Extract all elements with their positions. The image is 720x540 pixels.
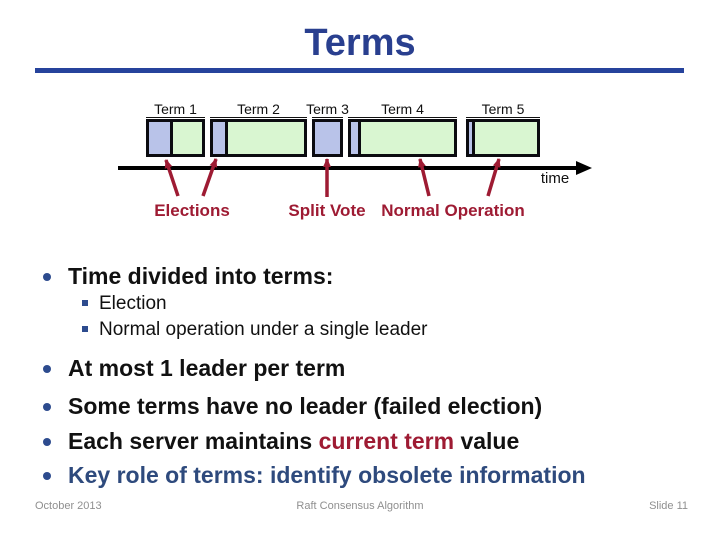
bullet-dot: [43, 273, 51, 281]
annotation-label-split-vote: Split Vote: [288, 201, 366, 220]
bullet-item-1: Time divided into terms:: [68, 262, 333, 290]
term-box-4: [348, 119, 457, 157]
election-segment: [351, 122, 361, 154]
bullet-text-segment: Each server maintains: [68, 428, 319, 454]
bullet-text-segment: current term: [318, 428, 455, 454]
annotation-label-normal-operation: Normal Operation: [381, 201, 525, 220]
annotation-label-elections: Elections: [154, 201, 230, 220]
bullet-item-7: Key role of terms: identify obsolete inf…: [68, 461, 586, 489]
sub-bullet-square: [82, 300, 88, 306]
election-segment: [469, 122, 475, 154]
election-segment: [149, 122, 173, 154]
term-box-1: [146, 119, 205, 157]
bullet-dot: [43, 403, 51, 411]
term-label-1: Term 1: [146, 99, 205, 118]
footer-deck-title: Raft Consensus Algorithm: [296, 500, 424, 512]
term-box-5: [466, 119, 540, 157]
sub-bullet-square: [82, 326, 88, 332]
bullet-text-segment: Key role of terms: identify obsolete inf…: [68, 462, 586, 488]
election-segment: [213, 122, 228, 154]
bullet-text-segment: Some terms have no leader (failed electi…: [68, 393, 543, 419]
bullet-dot: [43, 365, 51, 373]
bullet-text-segment: Election: [99, 293, 167, 314]
bullet-text-segment: Time divided into terms:: [68, 263, 334, 289]
bullet-text-segment: Normal operation under a single leader: [99, 319, 428, 340]
slide-title: Terms: [304, 22, 416, 64]
bullet-item-3: Normal operation under a single leader: [99, 318, 427, 342]
term-label-5: Term 5: [466, 99, 540, 118]
term-label-2: Term 2: [210, 99, 307, 118]
term-box-2: [210, 119, 307, 157]
bullet-text-segment: At most 1 leader per term: [68, 355, 346, 381]
bullet-item-6: Each server maintains current term value: [68, 427, 519, 455]
slide-footer: October 2013 Raft Consensus Algorithm Sl…: [0, 500, 720, 516]
bullet-item-4: At most 1 leader per term: [68, 354, 345, 382]
footer-slide-number: Slide 11: [649, 500, 688, 512]
term-box-3: [312, 119, 343, 157]
bullet-dot: [43, 438, 51, 446]
time-axis-label: time: [540, 170, 570, 187]
annotation-arrows: [164, 158, 501, 197]
footer-date: October 2013: [35, 500, 102, 512]
bullet-dot: [43, 472, 51, 480]
bullet-item-5: Some terms have no leader (failed electi…: [68, 392, 542, 420]
term-label-3: Term 3: [306, 101, 349, 118]
time-axis-arrow: [118, 161, 592, 175]
bullet-item-2: Election: [99, 292, 167, 316]
term-label-4: Term 4: [348, 99, 457, 118]
title-rule: [35, 68, 684, 73]
bullet-text-segment: value: [454, 428, 520, 454]
